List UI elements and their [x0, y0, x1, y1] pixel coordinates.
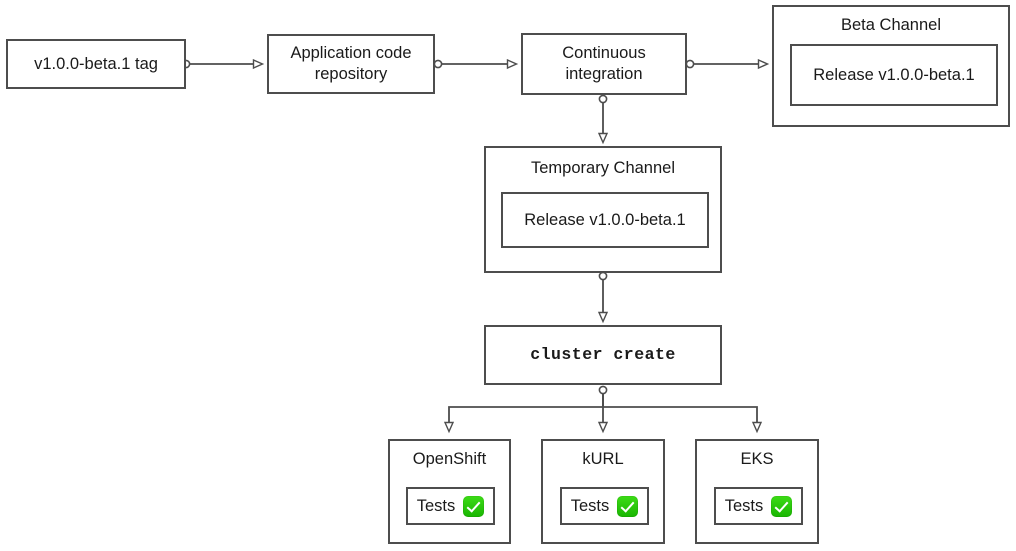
check-mark-button-icon — [617, 495, 639, 517]
node-application-code-repository[interactable]: Application code repository — [267, 34, 435, 94]
edge-source-dot — [598, 385, 608, 395]
node-temporary-channel-title: Temporary Channel — [531, 159, 675, 177]
node-eks[interactable]: EKS Tests — [695, 439, 819, 544]
eks-tests-box[interactable]: Tests — [714, 487, 803, 525]
node-continuous-integration-label: Continuous integration — [562, 44, 646, 83]
node-beta-channel[interactable]: Beta Channel Release v1.0.0-beta.1 — [772, 5, 1010, 127]
node-kurl[interactable]: kURL Tests — [541, 439, 665, 544]
node-kurl-title: kURL — [582, 450, 624, 468]
node-application-code-repository-label: Application code repository — [290, 44, 412, 83]
edge-source-dot — [598, 94, 608, 104]
node-cluster-create-label: cluster create — [530, 344, 676, 364]
node-temporary-channel[interactable]: Temporary Channel Release v1.0.0-beta.1 — [484, 146, 722, 273]
check-mark-button-icon — [463, 495, 485, 517]
edge-source-dot — [598, 271, 608, 281]
node-tag-label: v1.0.0-beta.1 tag — [34, 54, 158, 73]
temporary-channel-release-box[interactable]: Release v1.0.0-beta.1 — [501, 192, 709, 248]
eks-tests-label: Tests — [724, 496, 764, 515]
node-beta-channel-title: Beta Channel — [841, 16, 941, 34]
node-continuous-integration[interactable]: Continuous integration — [521, 33, 687, 95]
beta-channel-release-box[interactable]: Release v1.0.0-beta.1 — [790, 44, 998, 106]
node-openshift-title: OpenShift — [412, 450, 487, 468]
check-mark-button-icon — [771, 495, 793, 517]
openshift-tests-box[interactable]: Tests — [406, 487, 495, 525]
node-openshift[interactable]: OpenShift Tests — [388, 439, 511, 544]
openshift-tests-row: Tests — [416, 495, 485, 517]
node-eks-title: EKS — [740, 450, 774, 468]
eks-tests-row: Tests — [724, 495, 793, 517]
openshift-tests-label: Tests — [416, 496, 456, 515]
edge-source-dot — [433, 59, 443, 69]
node-cluster-create[interactable]: cluster create — [484, 325, 722, 385]
beta-channel-release-label: Release v1.0.0-beta.1 — [813, 65, 975, 84]
kurl-tests-box[interactable]: Tests — [560, 487, 649, 525]
edge-cluster-create-to-eks — [602, 394, 757, 431]
kurl-tests-row: Tests — [570, 495, 639, 517]
edge-cluster-create-to-openshift — [449, 394, 604, 431]
temporary-channel-release-label: Release v1.0.0-beta.1 — [524, 210, 686, 229]
edge-source-dot — [685, 59, 695, 69]
node-tag[interactable]: v1.0.0-beta.1 tag — [6, 39, 186, 89]
kurl-tests-label: Tests — [570, 496, 610, 515]
